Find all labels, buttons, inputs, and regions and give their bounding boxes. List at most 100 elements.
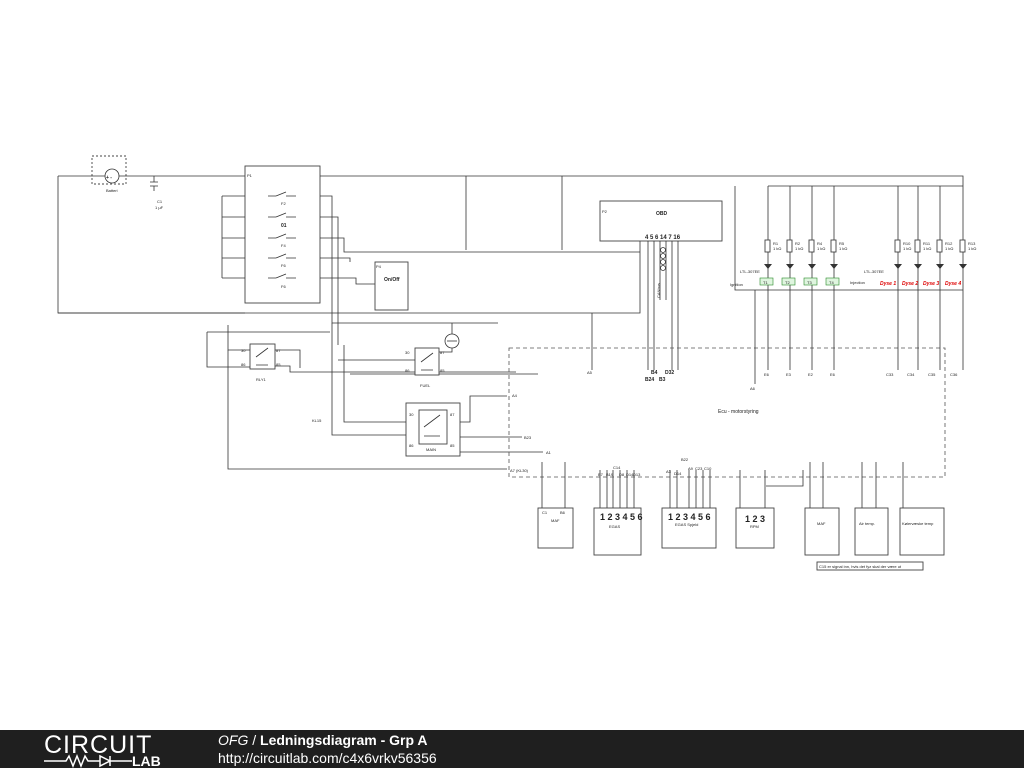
resistor-value: 1 kΩ <box>839 246 847 251</box>
module-egas[interactable]: C14 B7 B19 D8 D14 D13 1 2 3 4 5 6 EGAS <box>593 465 643 556</box>
on-off-switch[interactable]: P4 On/Off <box>374 261 409 311</box>
signal-b24: B24 <box>645 377 654 383</box>
battery-label: Batteri <box>106 188 118 193</box>
signal-a7: A7 (KL30) <box>510 468 529 473</box>
owner-link[interactable]: OFG <box>218 732 249 748</box>
circuit-url[interactable]: http://circuitlab.com/c4x6vrkv56356 <box>218 750 437 766</box>
note-text: C15 er signal inn, hvis det fyz skal der… <box>819 564 902 569</box>
resistor-wave-icon <box>44 754 132 768</box>
module-pin: C10 <box>704 466 712 471</box>
title-separator: / <box>248 732 261 748</box>
schematic-canvas: + - Batteri C1 1 µF P1 F2 01 F4 F6 F6 P4 <box>57 155 976 571</box>
signal-a6: A6 <box>750 386 756 391</box>
pin-label: E3 <box>786 372 792 377</box>
module-pin: B22 <box>681 457 689 462</box>
ignition-tag: T1 <box>763 280 768 285</box>
resistor-label: R12 <box>945 241 953 246</box>
pin-label: C34 <box>907 372 915 377</box>
relay-pin: 86 <box>409 443 414 448</box>
resistor-value: 1 kΩ <box>923 246 931 251</box>
module-pin: B19 <box>606 472 614 477</box>
module-label: EGAS Spjeld <box>675 522 698 527</box>
pin-label: E6 <box>764 372 770 377</box>
circuitlab-logo[interactable]: CIRCUIT LAB <box>44 732 184 768</box>
fuse-label: 01 <box>281 223 287 229</box>
module-coolant-temp[interactable]: C25 Kølervæske temp <box>899 507 945 556</box>
signal-b3: B3 <box>659 377 666 383</box>
relay-pin: 87 <box>276 348 281 353</box>
module-pin: C1 <box>542 510 548 515</box>
ecu-box[interactable]: Ecu - motorstyring <box>508 347 946 478</box>
diode-part-label: LTL-307EE <box>864 269 884 274</box>
fuse-label: F6 <box>281 263 286 268</box>
module-pin: B7 <box>598 472 604 477</box>
resistor-label: R4 <box>817 241 823 246</box>
signal-b4: B4 <box>651 370 658 376</box>
relay-pin: 86 <box>405 368 410 373</box>
module-pin: D13 <box>633 472 641 477</box>
module-label: RPM <box>750 524 759 529</box>
module-pin: C14 <box>613 465 621 470</box>
relay-fuel[interactable]: 30 87 86 85 FUEL <box>405 347 445 388</box>
module-maf-1[interactable]: C1 B6 MAF <box>537 507 574 549</box>
module-pin-numbers: 1 2 3 <box>745 514 765 524</box>
obd-connector[interactable]: P2 OBD 4 5 6 14 7 16 <box>599 200 723 242</box>
relay-pin: 85 <box>276 362 281 367</box>
capacitor-c1[interactable]: C1 1 µF <box>150 176 164 210</box>
module-label: MAF <box>551 518 560 523</box>
resistor-value: 1 kΩ <box>795 246 803 251</box>
module-pin: A3 <box>666 469 672 474</box>
canbus-label: CANbus <box>656 283 661 298</box>
injection-tags: Dyse 1 Dyse 2 Dyse 3 Dyse 4 <box>880 281 961 287</box>
pin-label: C35 <box>928 372 936 377</box>
module-egas-spjeld[interactable]: B22 A3 D14 A9 C23 C10 1 2 3 4 5 6 EGAS S… <box>661 457 717 549</box>
relay-main[interactable]: 30 87 86 85 MAIN <box>405 402 461 457</box>
fuse-block-pin: P1 <box>247 173 253 178</box>
obd-pin-numbers: 4 5 6 14 7 16 <box>645 235 681 241</box>
relay-rly1[interactable]: 30 87 86 85 RLY1 <box>241 343 281 382</box>
resistor-value: 1 kΩ <box>773 246 781 251</box>
obd-pin: P2 <box>602 209 608 214</box>
relay-pin: 30 <box>405 350 410 355</box>
module-pin: A9 <box>688 466 694 471</box>
module-maf-2[interactable]: D8 C38 MAF <box>804 507 840 556</box>
module-pin: D14 <box>674 471 682 476</box>
capacitor-ref: C1 <box>157 199 163 204</box>
canbus-twist: CANbus <box>656 247 666 298</box>
resistor-label: R2 <box>795 241 801 246</box>
ignition-tag: T3 <box>807 280 812 285</box>
signal-b23: B23 <box>524 435 532 440</box>
switch-pin: P4 <box>376 264 382 269</box>
pin-label: C36 <box>950 372 958 377</box>
relay-pin: 87 <box>450 412 455 417</box>
resistor-value: 1 kΩ <box>945 246 953 251</box>
battery[interactable]: + - Batteri <box>91 155 127 193</box>
relay-pin: 85 <box>440 368 445 373</box>
resistor-label: R10 <box>903 241 911 246</box>
module-rpm[interactable]: D8 C15 1 2 3 RPM <box>735 507 775 549</box>
led-pin-labels: E6 E3 E2 E6 C33 C34 C35 C36 <box>764 372 958 377</box>
fuse-block[interactable]: P1 F2 01 F4 F6 F6 <box>221 165 321 304</box>
module-pin: B6 <box>560 510 566 515</box>
fuel-pump-motor <box>444 333 460 349</box>
fuse-label: F4 <box>281 243 286 248</box>
module-pin: D14 <box>626 472 634 477</box>
module-label: Kølervæske temp <box>902 521 934 526</box>
svg-text:+ -: + - <box>106 175 112 181</box>
ignition-label: Ignition <box>730 282 743 287</box>
signal-a4: A4 <box>512 393 518 398</box>
ecu-label: Ecu - motorstyring <box>718 409 759 415</box>
relay-pin: 30 <box>409 412 414 417</box>
ignition-tag: T2 <box>785 280 790 285</box>
fuse-label: F2 <box>281 201 286 206</box>
signal-a1: A1 <box>546 450 552 455</box>
resistor-label: R1 <box>773 241 779 246</box>
capacitor-value: 1 µF <box>155 205 164 210</box>
module-pin-numbers: 1 2 3 4 5 6 <box>600 512 643 522</box>
module-air-temp[interactable]: C21 C22 Air temp. <box>854 507 889 556</box>
module-pin-numbers: 1 2 3 4 5 6 <box>668 512 711 522</box>
circuit-title[interactable]: Ledningsdiagram - Grp A <box>260 732 428 748</box>
injection-tag: Dyse 1 <box>880 281 896 287</box>
obd-label: OBD <box>656 211 668 217</box>
relay-name: MAIN <box>426 447 436 452</box>
